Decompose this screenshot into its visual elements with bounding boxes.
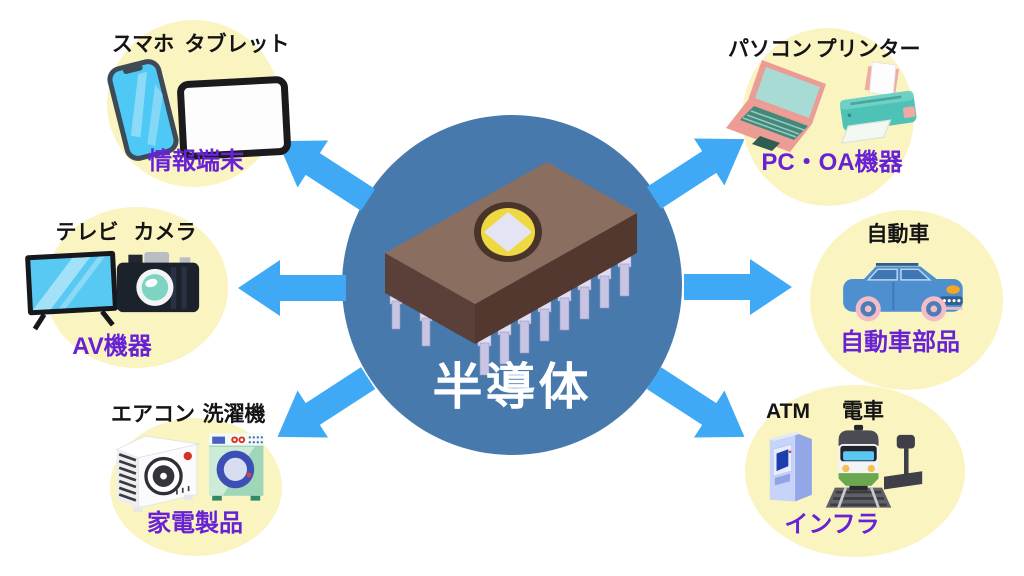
- item-label-tablet: タブレット: [184, 33, 290, 56]
- caption-infrastructure: インフラ: [784, 511, 880, 538]
- atm-icon: [769, 432, 812, 502]
- laptop-icon: [726, 60, 826, 152]
- arrow-down-right: [646, 367, 745, 438]
- train-icon: [825, 424, 923, 509]
- arrow-down-left: [277, 367, 376, 438]
- item-label-car: 自動車: [866, 223, 930, 246]
- arrow-up-left: [277, 140, 376, 211]
- tablet-icon: [177, 76, 291, 160]
- arrow-up-right: [646, 138, 745, 209]
- arrow-right: [684, 259, 792, 315]
- washing-machine-icon: [209, 433, 264, 501]
- item-label-atm: ATM: [766, 400, 810, 423]
- caption-auto-parts: 自動車部品: [840, 329, 960, 356]
- item-label-camera: カメラ: [133, 221, 197, 244]
- air-conditioner-icon: [115, 435, 201, 513]
- item-label-washer: 洗濯機: [202, 403, 266, 426]
- caption-av-equipment: AV機器: [72, 333, 152, 360]
- center-label: 半導体: [432, 359, 592, 415]
- caption-pc-oa: PC・OA機器: [761, 149, 903, 176]
- arrow-left: [238, 260, 346, 316]
- item-label-tv: テレビ: [55, 221, 119, 244]
- printer-icon: [839, 61, 917, 144]
- item-label-aircon: エアコン: [111, 403, 195, 426]
- smartphone-icon: [107, 59, 179, 161]
- tv-icon: [25, 250, 118, 331]
- item-label-printer: プリンター: [815, 38, 921, 61]
- item-label-train: 電車: [842, 400, 884, 423]
- caption-home-appliances: 家電製品: [147, 510, 243, 537]
- car-icon: [843, 263, 963, 322]
- camera-icon: [116, 252, 200, 313]
- caption-info-terminal: 情報端末: [148, 148, 244, 175]
- item-label-smartphone: スマホ: [111, 33, 175, 56]
- semiconductor-chip-icon: [385, 162, 637, 376]
- item-label-pc: パソコン: [728, 38, 812, 61]
